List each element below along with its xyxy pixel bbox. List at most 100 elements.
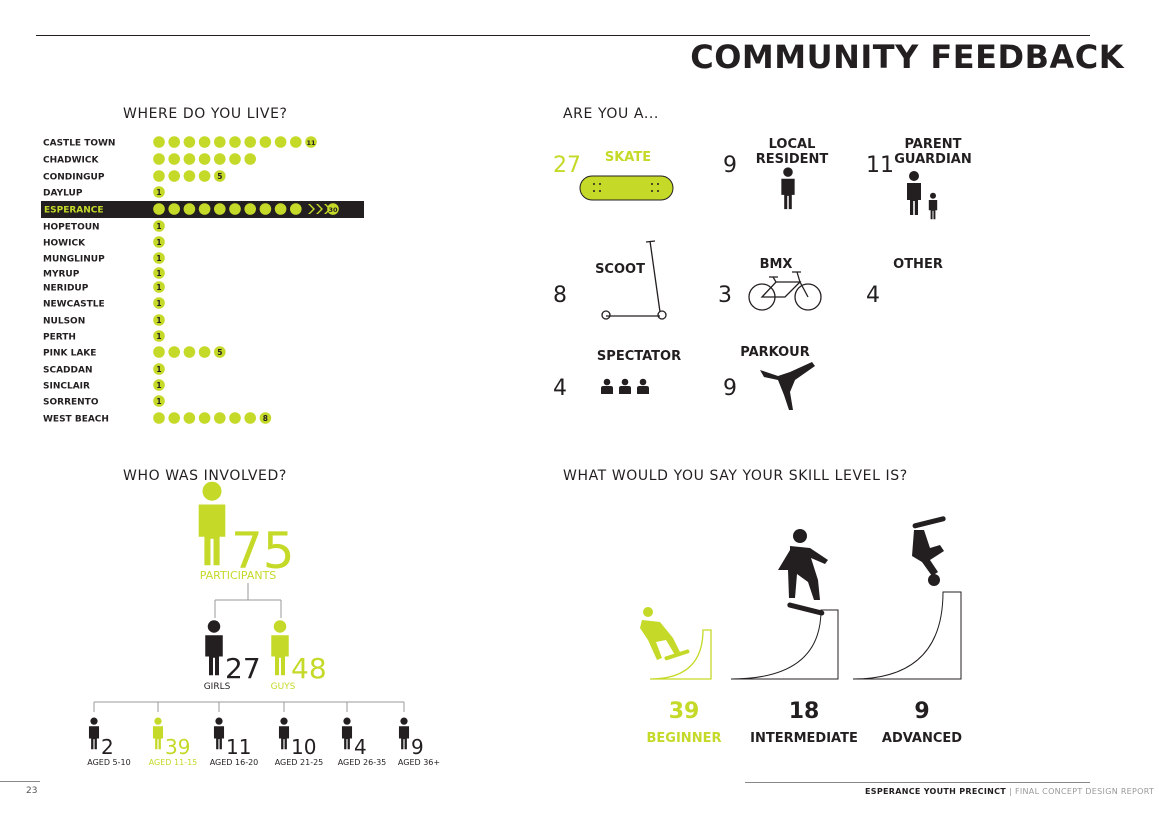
where-row-label: CHADWICK <box>43 156 99 166</box>
where-row-label: SINCLAIR <box>43 382 90 392</box>
age-label: AGED 5-10 <box>87 758 130 767</box>
where-dot <box>198 412 211 424</box>
participants-icon <box>198 481 226 566</box>
where-count-label: 1 <box>156 222 161 231</box>
where-count-label: 1 <box>156 238 161 247</box>
where-dot <box>214 203 226 215</box>
spectator-count: 4 <box>553 376 567 401</box>
skate-count: 27 <box>553 153 581 178</box>
where-count-dot <box>327 203 339 215</box>
page-title: COMMUNITY FEEDBACK <box>690 38 1124 76</box>
where-row-label: SORRENTO <box>43 398 99 408</box>
girls-icon <box>205 620 223 676</box>
where-dot <box>229 203 241 215</box>
where-row-label: MYRUP <box>43 270 80 280</box>
page-number: 23 <box>26 786 38 796</box>
person-icon <box>781 167 795 210</box>
where-row-label: WEST BEACH <box>43 415 109 425</box>
age-person-icon <box>152 717 164 750</box>
age-label: AGED 26-35 <box>338 758 387 767</box>
where-dot <box>198 203 211 215</box>
where-dot <box>168 153 180 165</box>
skateboard-icon <box>579 175 674 201</box>
where-count-dot <box>305 136 317 148</box>
skill-label: BEGINNER <box>647 731 722 746</box>
parkour-icon <box>760 362 815 410</box>
where-count-dot <box>153 186 165 198</box>
where-dot <box>290 203 302 215</box>
where-dot <box>214 136 226 148</box>
where-count-dot <box>153 252 165 264</box>
where-dot <box>244 203 256 215</box>
where-dot <box>198 153 211 165</box>
girls-label: GIRLS <box>204 682 231 692</box>
bmx-count: 3 <box>718 283 732 308</box>
girls-count: 27 <box>225 652 261 685</box>
scooter-icon <box>601 240 667 320</box>
skill-count: 18 <box>789 699 820 724</box>
where-dot <box>168 203 180 215</box>
where-count-label: 1 <box>156 365 161 374</box>
top-rule <box>36 35 1090 36</box>
where-dot <box>229 412 241 424</box>
where-dot <box>168 136 180 148</box>
where-count-dot <box>153 314 165 326</box>
footer-rule-left <box>0 781 40 782</box>
age-count: 9 <box>411 735 424 759</box>
guys-icon <box>271 620 289 676</box>
age-count: 11 <box>226 735 251 759</box>
where-dot <box>153 153 165 165</box>
where-dot <box>229 136 241 148</box>
where-row-label: HOPETOUN <box>43 223 100 233</box>
intermediate-ramp <box>730 609 839 680</box>
advanced-ramp <box>852 591 962 680</box>
age-person-icon <box>213 717 225 750</box>
skill-label: INTERMEDIATE <box>750 731 858 746</box>
section-title-skill: WHAT WOULD YOU SAY YOUR SKILL LEVEL IS? <box>563 468 908 484</box>
scoot-label: SCOOT <box>595 262 645 277</box>
advanced-skater-icon <box>912 516 946 586</box>
parent-guardian-label: PARENT <box>904 137 961 152</box>
where-count-dot <box>153 379 165 391</box>
age-label: AGED 36+ <box>398 758 440 767</box>
where-count-label: 1 <box>156 283 161 292</box>
where-count-label: 11 <box>306 139 316 147</box>
where-dot <box>183 412 196 424</box>
where-dot <box>153 412 165 424</box>
where-row-label: MUNGLINUP <box>43 255 105 265</box>
age-person-icon <box>341 717 353 750</box>
age-label: AGED 21-25 <box>275 758 324 767</box>
where-dot <box>198 170 211 182</box>
section-title-are-you: ARE YOU A... <box>563 106 659 122</box>
age-count: 10 <box>291 735 316 759</box>
skill-label: ADVANCED <box>882 731 962 746</box>
esperance-chevron <box>308 204 315 214</box>
where-dot <box>259 203 272 215</box>
guys-label: GUYS <box>271 682 296 692</box>
audience-icon <box>601 378 649 394</box>
beginner-ramp <box>649 629 712 680</box>
where-count-label: 30 <box>328 206 338 214</box>
where-dot <box>153 170 165 182</box>
where-count-dot <box>153 395 165 407</box>
where-dot <box>198 346 211 358</box>
where-dot <box>183 136 196 148</box>
where-count-label: 5 <box>217 172 222 181</box>
where-count-dot <box>153 236 165 248</box>
where-count-label: 1 <box>156 397 161 406</box>
where-count-label: 1 <box>156 299 161 308</box>
where-dot <box>244 153 256 165</box>
beginner-skater-icon <box>640 607 690 661</box>
where-count-dot <box>153 281 165 293</box>
footer-text: ESPERANCE YOUTH PRECINCT | FINAL CONCEPT… <box>865 787 1154 796</box>
where-dot <box>183 170 196 182</box>
where-dot <box>183 153 196 165</box>
guys-count: 48 <box>291 652 327 685</box>
where-count-dot <box>153 330 165 342</box>
where-dot <box>244 412 256 424</box>
parent-guardian-count: 11 <box>866 153 894 178</box>
section-title-where: WHERE DO YOU LIVE? <box>123 106 288 122</box>
local-resident-label: LOCAL <box>769 137 816 152</box>
where-count-label: 1 <box>156 254 161 263</box>
where-count-label: 8 <box>263 414 268 423</box>
